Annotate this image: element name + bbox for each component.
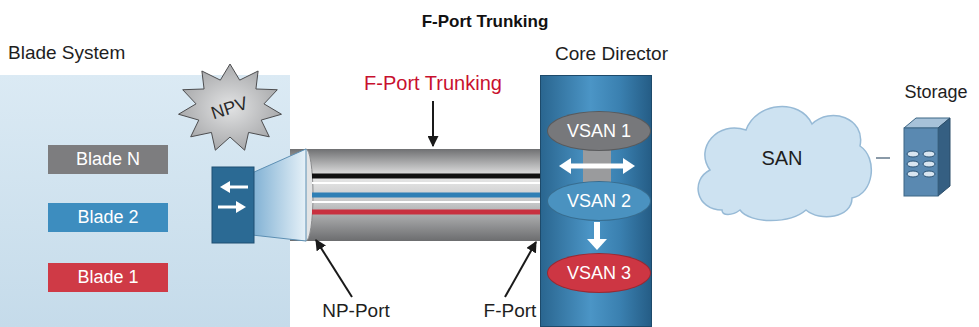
node-text: VSAN 2 (567, 191, 631, 212)
storage-disk (907, 161, 919, 167)
node-text: Blade 2 (77, 207, 138, 228)
switch-arrow (228, 186, 248, 189)
vsan-arrow (569, 164, 625, 169)
vsan-ellipse: VSAN 2 (547, 181, 651, 221)
storage-disk (923, 171, 935, 177)
core-director: Core DirectorVSAN 1VSAN 2VSAN 3 (540, 75, 652, 327)
blade-box: Blade N (48, 145, 168, 174)
title-box: F-Port Trunking (422, 12, 549, 32)
node-text: VSAN 1 (567, 121, 631, 142)
vsan-ellipse: VSAN 3 (547, 253, 651, 293)
switch-arrow (236, 201, 246, 213)
vsan-ellipse: VSAN 1 (547, 111, 651, 151)
leader-arrow (316, 240, 352, 297)
storage-disk (907, 171, 919, 177)
vsan-arrow (594, 222, 600, 240)
starburst-outline (179, 64, 282, 150)
port-label: F-Port (484, 300, 537, 321)
trunk-stripe (312, 201, 540, 203)
cloud-outline (698, 107, 871, 221)
node-text: Blade System (8, 42, 125, 64)
node-text: Blade 1 (77, 267, 138, 288)
label-box: F-Port Trunking (364, 72, 502, 95)
node-text: Core Director (555, 43, 668, 65)
switch-box (212, 167, 254, 243)
node-text: Blade N (76, 149, 140, 170)
san-cloud: SAN (688, 92, 876, 224)
trunk-pipe (290, 149, 540, 241)
trunk-stripe (312, 182, 540, 184)
callout-label: F-Port Trunking (364, 72, 502, 94)
storage-icon (904, 118, 954, 198)
storage-disk (923, 161, 935, 167)
switch-cone (252, 149, 306, 241)
storage-disk (907, 151, 919, 157)
trunk-stripe (312, 210, 540, 215)
switch-arrow (218, 206, 238, 209)
leader-arrow (505, 242, 536, 297)
storage-array: Storage (890, 82, 979, 204)
blade-box: Blade 1 (48, 263, 168, 292)
switch-arrow (220, 181, 230, 193)
node-text: VSAN 3 (567, 263, 631, 284)
leader-arrow (432, 101, 434, 146)
trunk-stripe (312, 193, 540, 198)
vsan-arrow (587, 239, 607, 250)
vsan-arrow (623, 158, 635, 174)
label-box: F-Port (484, 300, 537, 322)
npv-starburst: NPV (178, 64, 282, 152)
blade-box: Blade 2 (48, 203, 168, 232)
storage-disk (923, 151, 935, 157)
label-box: NP-Port (322, 300, 390, 322)
trunk-stripe (312, 174, 540, 179)
node-text: SAN (761, 147, 802, 170)
diagram-title: F-Port Trunking (422, 12, 549, 31)
port-label: NP-Port (322, 300, 390, 321)
network-link (876, 157, 890, 159)
vsan-arrow (559, 158, 571, 174)
storage-side (938, 118, 950, 196)
storage-front (904, 128, 938, 196)
node-text: Storage (890, 82, 979, 103)
